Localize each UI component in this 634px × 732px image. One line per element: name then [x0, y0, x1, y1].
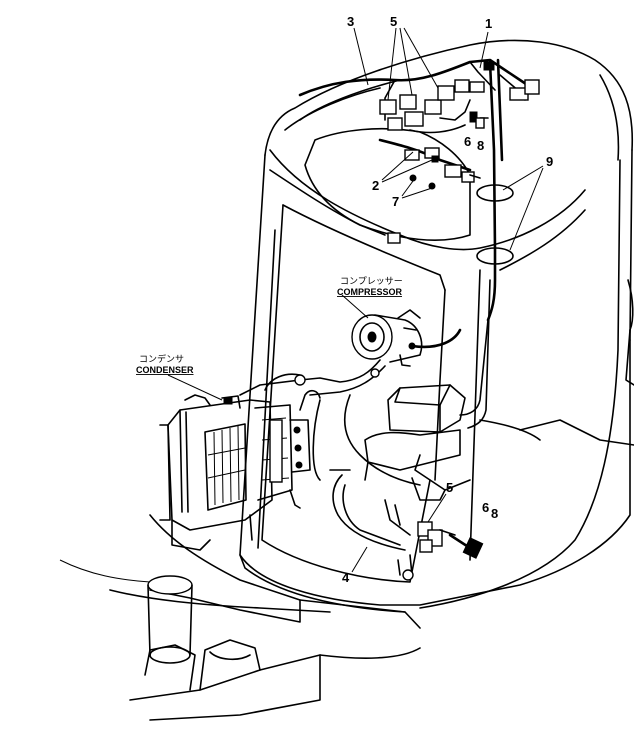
bottom-relays: [384, 499, 484, 559]
callout-9: 9: [546, 154, 553, 169]
condenser-label-jp: コンデンサ: [139, 353, 184, 364]
top-harness: [298, 58, 540, 134]
callout-4: 4: [342, 570, 350, 585]
callout-1: 1: [485, 16, 492, 31]
compressor-label-jp: コンプレッサー: [340, 276, 403, 286]
callout-6-top: 6: [464, 134, 471, 149]
middle-connectors: [269, 138, 481, 244]
compressor-label-en: COMPRESSOR: [337, 287, 403, 297]
component-labels: コンプレッサー COMPRESSOR コンデンサ CONDENSER: [136, 276, 403, 375]
condenser-label-en: CONDENSER: [136, 365, 194, 375]
front-window: [257, 204, 586, 583]
cab-shell: [239, 39, 634, 613]
refrigerant-lines: [239, 328, 462, 581]
callout-3: 3: [347, 14, 354, 29]
callout-2: 2: [372, 178, 379, 193]
callout-8-top: 8: [477, 138, 484, 153]
pillar-harness: [459, 58, 514, 416]
compressor: [351, 309, 423, 367]
callouts: 1 3 5 6 8 2 7 9 5 6 8 4: [342, 14, 553, 585]
callout-6-bottom: 6: [482, 500, 489, 515]
callout-8-bottom: 8: [491, 506, 498, 521]
operator-seat: [364, 384, 471, 501]
callout-5-top: 5: [390, 14, 397, 29]
cab-roof: [269, 79, 586, 251]
boom-foot-pin: [147, 575, 193, 664]
callout-7: 7: [392, 194, 399, 209]
condenser: [159, 389, 321, 551]
callout-5-bottom: 5: [446, 480, 453, 495]
leader-lines: [167, 27, 544, 573]
